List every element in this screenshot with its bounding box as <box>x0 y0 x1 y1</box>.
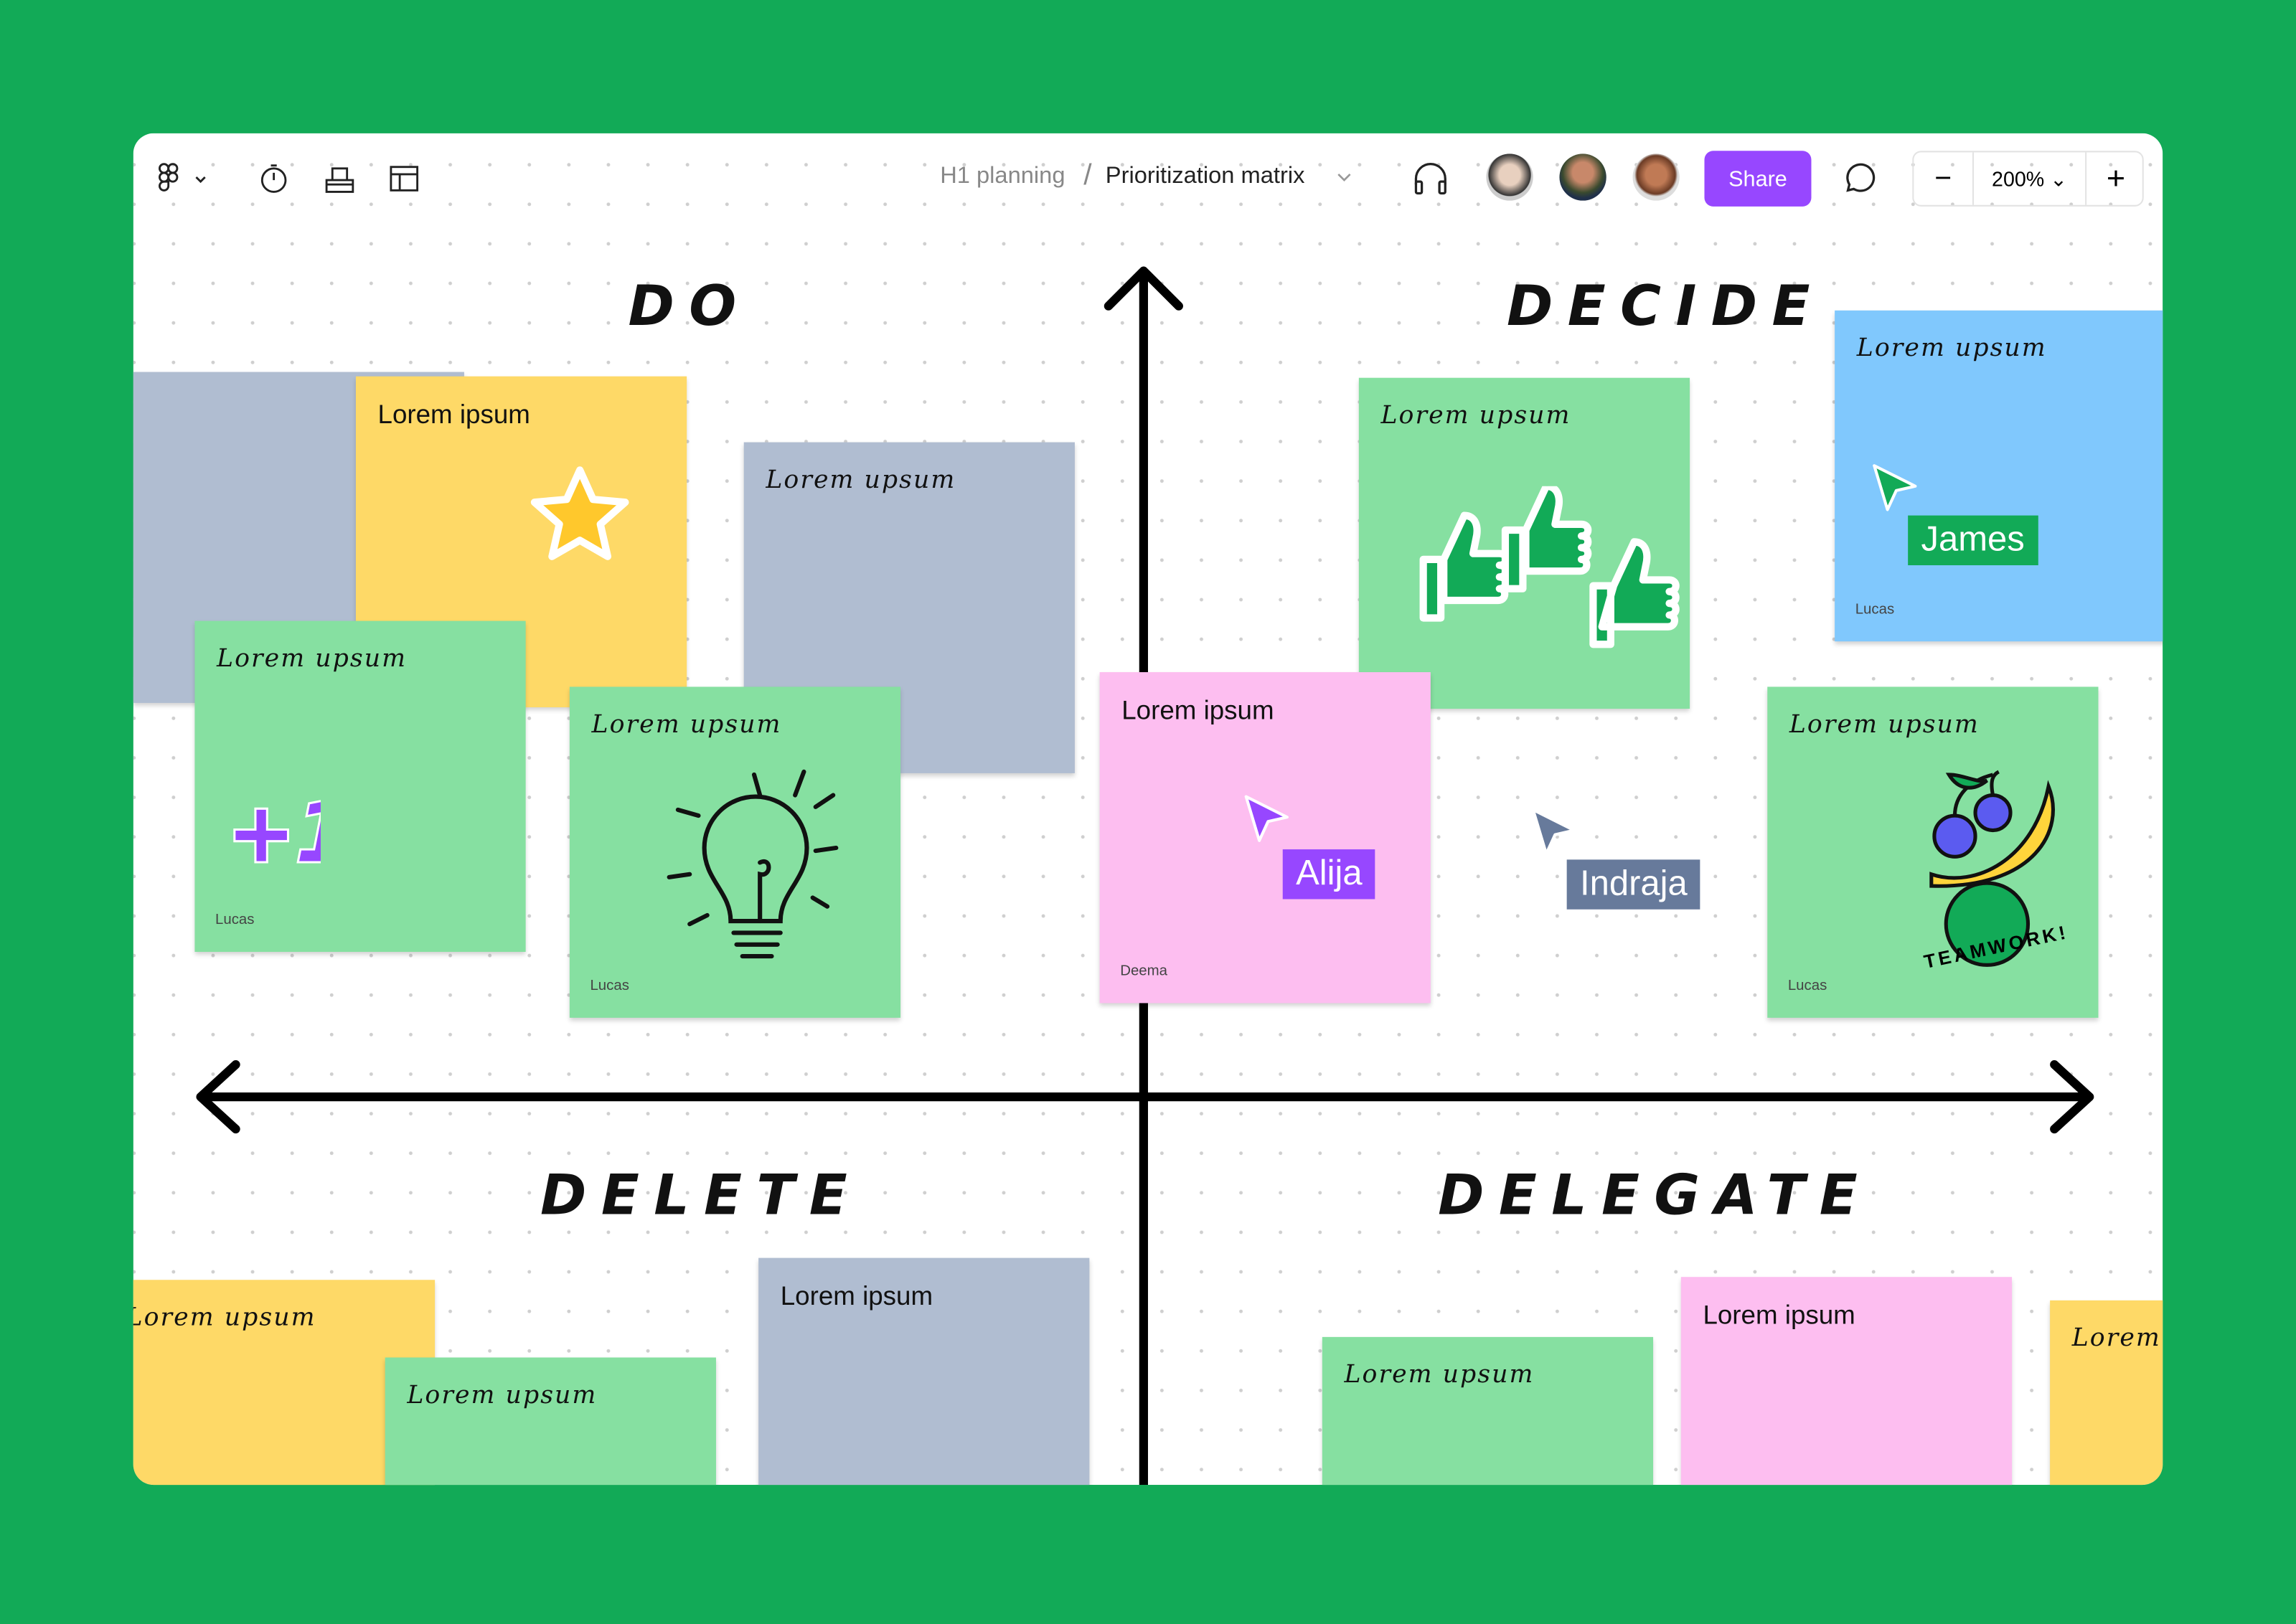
sticky-note[interactable]: Lorem upsum <box>133 1280 436 1486</box>
note-text: Lorem upsum <box>1380 401 1571 431</box>
toolbar: H1 planning / Prioritization matrix Shar… <box>133 133 2163 225</box>
headphones-icon[interactable] <box>1411 161 1449 197</box>
note-author: Lucas <box>1787 978 1827 995</box>
breadcrumb-parent[interactable]: H1 planning <box>940 164 1065 189</box>
figma-menu-icon[interactable] <box>156 163 209 195</box>
note-text: Lorem ipsum <box>780 1281 933 1311</box>
sticky-note[interactable]: Lorem upsum <box>1358 377 1690 709</box>
zoom-level-dropdown[interactable]: 200% ⌄ <box>1974 152 2087 205</box>
zoom-in-button[interactable]: + <box>2106 159 2126 197</box>
cursor-arrow-icon <box>1244 795 1289 842</box>
cursor-arrow-icon <box>1873 464 1917 511</box>
quadrant-label-do: DO <box>628 273 751 339</box>
voting-icon[interactable] <box>324 163 356 195</box>
note-text: Lorem upsum <box>1789 710 1980 740</box>
note-text: Lorem upsum <box>766 466 956 496</box>
avatar[interactable] <box>1632 154 1680 201</box>
sticky-note[interactable]: Lorem upsum <box>385 1357 716 1486</box>
note-author: Lucas <box>215 912 255 929</box>
cursor-name-label: Alija <box>1282 849 1376 900</box>
note-text: Lorem upsum <box>591 710 782 740</box>
sticky-note[interactable]: Lorem <box>2050 1300 2163 1486</box>
breadcrumb-separator: / <box>1083 159 1092 192</box>
chevron-down-icon[interactable] <box>1337 171 1351 183</box>
layout-icon[interactable] <box>388 163 420 195</box>
avatar[interactable] <box>1486 154 1533 201</box>
chevron-down-icon: ⌄ <box>2050 166 2068 191</box>
timer-icon[interactable] <box>259 163 288 195</box>
share-button[interactable]: Share <box>1704 151 1812 207</box>
sticky-note[interactable]: Lorem ipsum <box>758 1257 1090 1486</box>
zoom-level: 200% <box>1992 166 2045 191</box>
sticky-note[interactable]: Lorem ipsum <box>1680 1277 2013 1486</box>
note-author: Deema <box>1120 963 1168 980</box>
note-text: Lorem <box>2071 1323 2161 1354</box>
quadrant-label-delegate: DELEGATE <box>1438 1162 1873 1227</box>
note-text: Lorem ipsum <box>1703 1300 1855 1330</box>
cursor-name-label: James <box>1908 515 2038 566</box>
sticky-note[interactable]: Lorem upsum <box>1322 1336 1654 1486</box>
svg-text:+1: +1 <box>227 785 321 879</box>
avatar[interactable] <box>1559 154 1606 201</box>
zoom-control: − 200% ⌄ + <box>1912 151 2144 207</box>
quadrant-label-delete: DELETE <box>540 1162 862 1227</box>
note-text: Lorem upsum <box>407 1381 598 1410</box>
note-text: Lorem ipsum <box>377 400 530 430</box>
note-text: Lorem upsum <box>1344 1360 1535 1390</box>
note-text: Lorem upsum <box>1856 334 2047 364</box>
note-text: Lorem ipsum <box>1121 695 1274 725</box>
note-author: Lucas <box>1855 602 1895 618</box>
cursor-arrow-icon <box>1531 808 1576 856</box>
note-text: Lorem upsum <box>217 644 408 674</box>
quadrant-label-decide: DECIDE <box>1506 273 1825 339</box>
file-name[interactable]: Prioritization matrix <box>1105 164 1305 189</box>
note-text: Lorem upsum <box>133 1303 316 1333</box>
note-author: Lucas <box>590 978 629 995</box>
cursor-name-label: Indraja <box>1566 859 1701 910</box>
comment-icon[interactable] <box>1840 161 1878 197</box>
zoom-out-button[interactable]: − <box>1914 152 1974 205</box>
